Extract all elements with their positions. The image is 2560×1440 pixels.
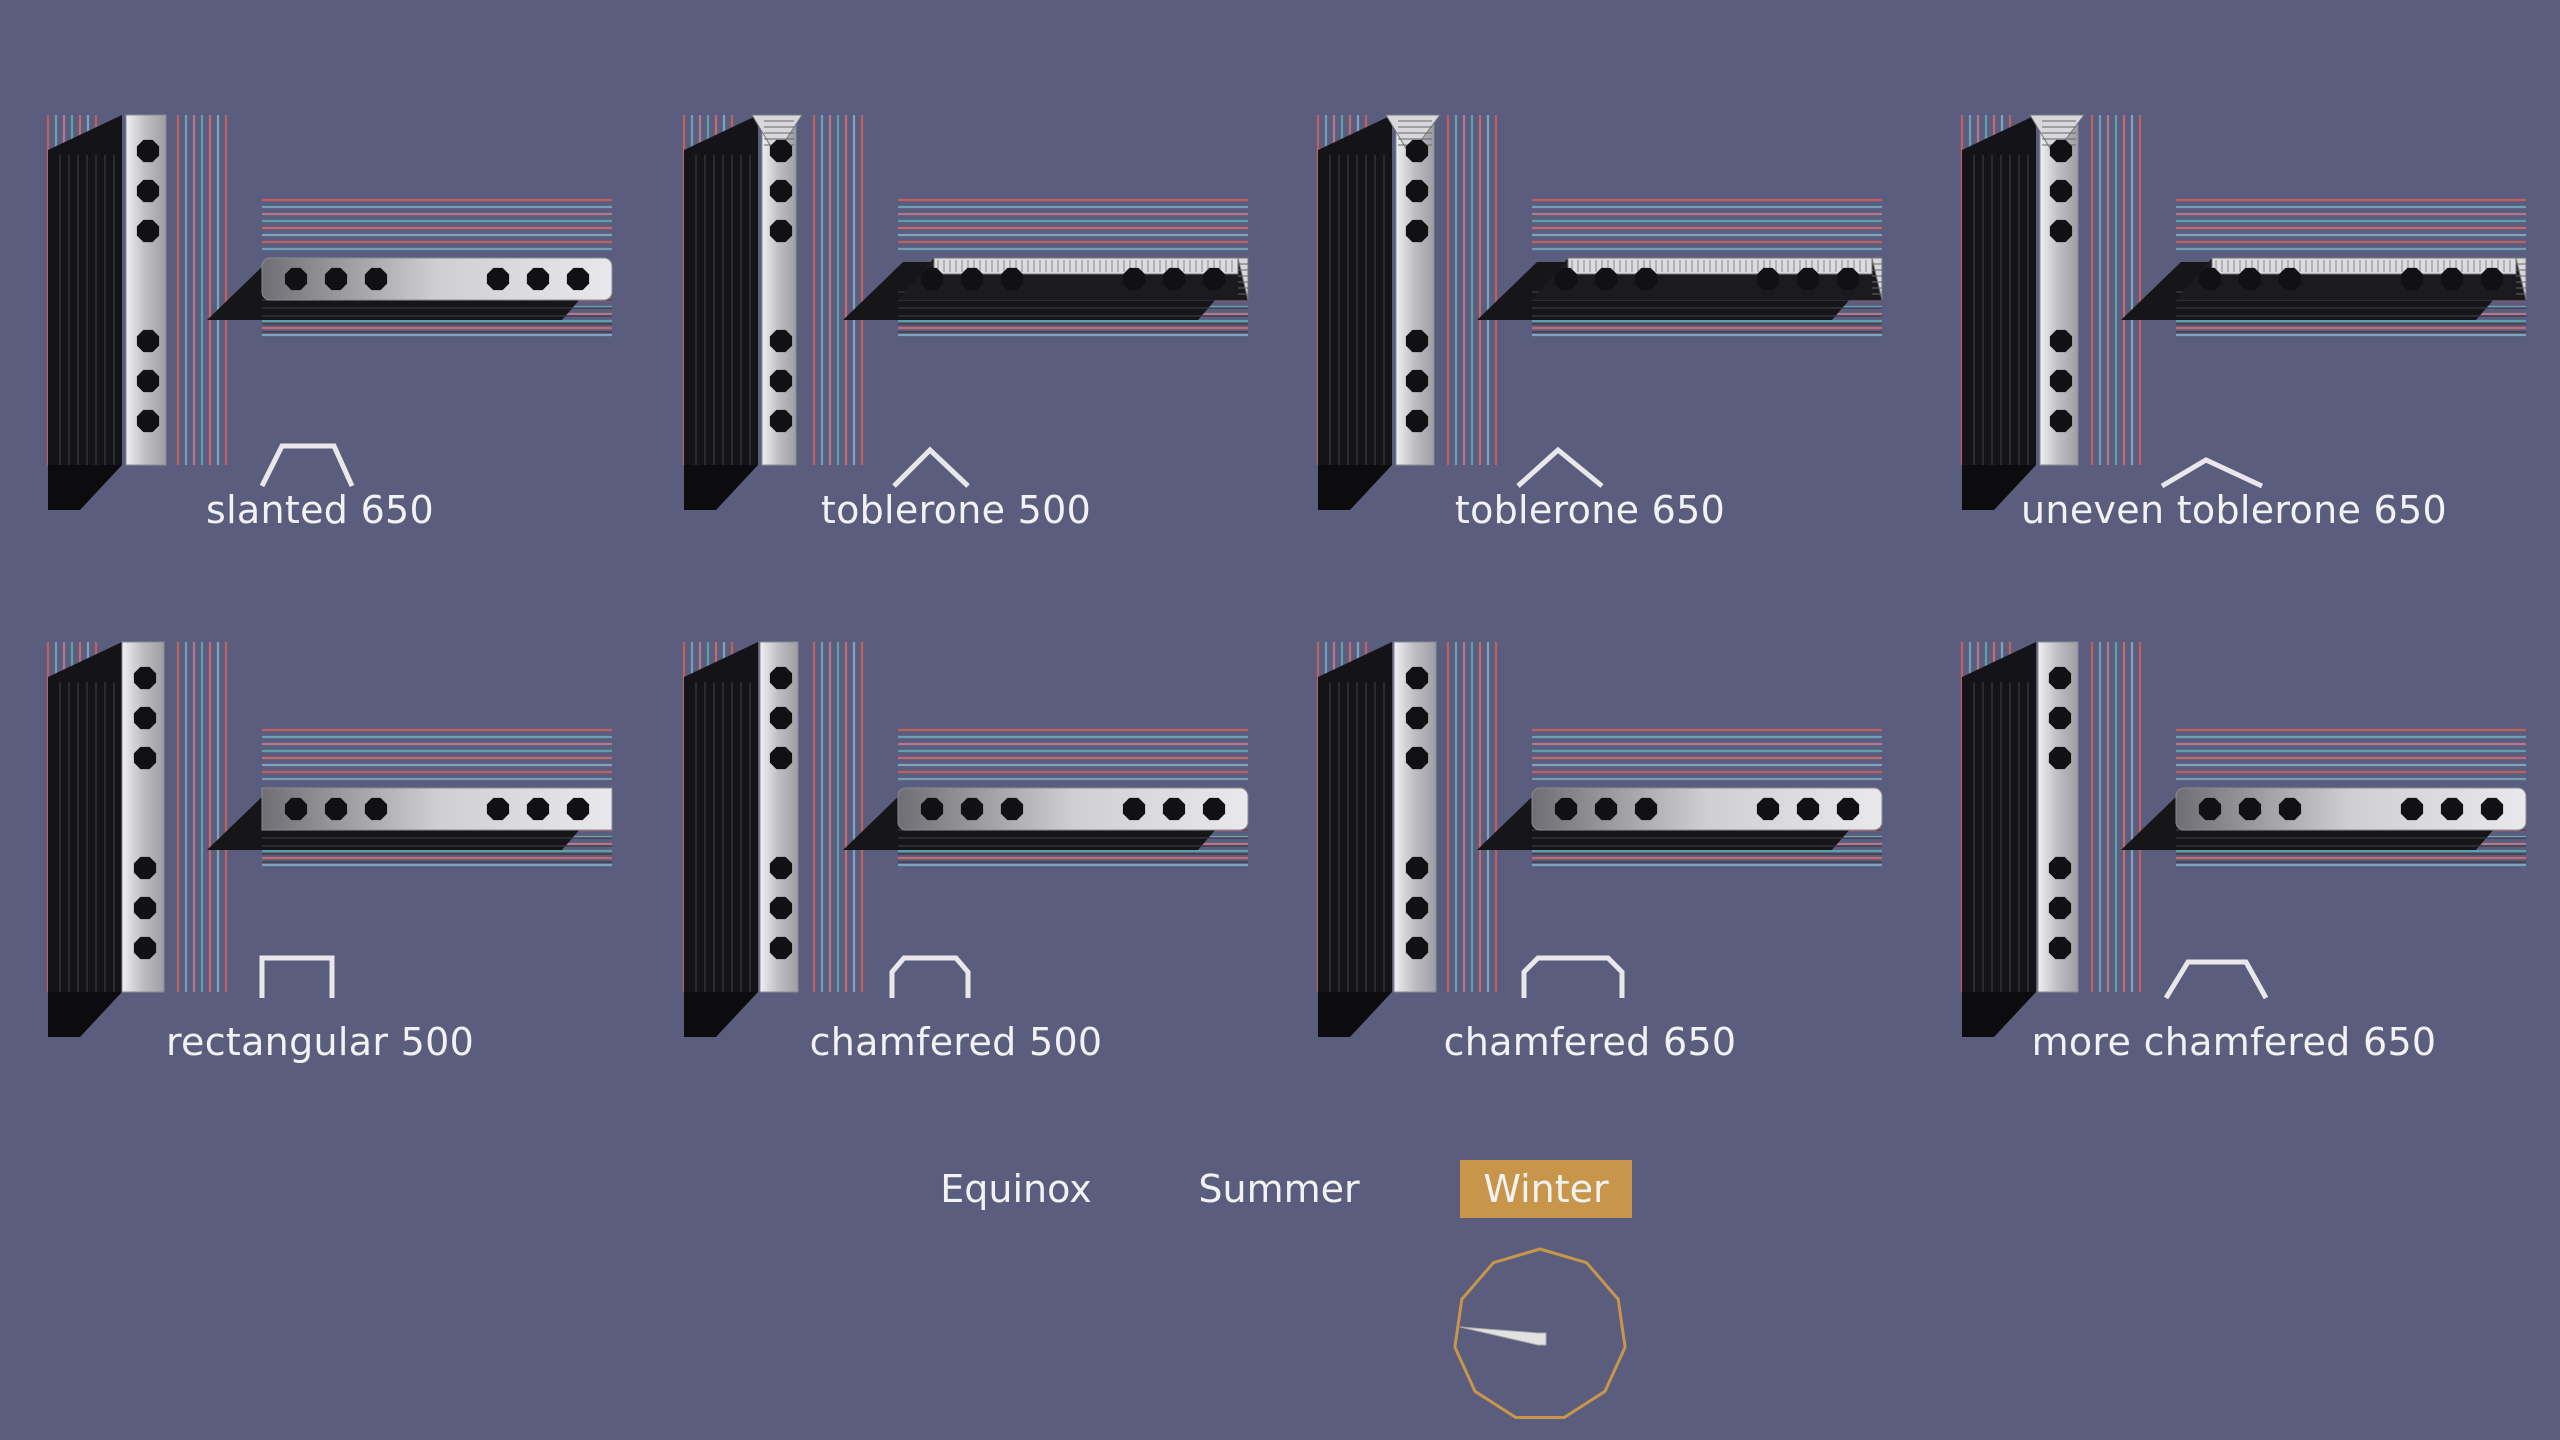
profile-cell-more-chamfered-650: more chamfered 650 xyxy=(1914,620,2554,1160)
season-button-summer[interactable]: Summer xyxy=(1198,1167,1360,1211)
profile-label: chamfered 500 xyxy=(809,1020,1103,1064)
sun-direction-compass-icon xyxy=(1453,1247,1627,1419)
profile-cell-rectangular-500: rectangular 500 xyxy=(0,620,640,1160)
profile-render xyxy=(1316,114,1883,510)
profile-label: slanted 650 xyxy=(205,488,435,532)
season-button-winter[interactable]: Winter xyxy=(1460,1160,1632,1218)
profile-label: toblerone 650 xyxy=(1454,488,1726,532)
profile-label: more chamfered 650 xyxy=(2031,1020,2437,1064)
profile-render xyxy=(1960,114,2527,510)
profile-cell-uneven-toblerone-650: uneven toblerone 650 xyxy=(1914,90,2554,630)
profile-cell-chamfered-500: chamfered 500 xyxy=(636,620,1276,1160)
profile-render xyxy=(682,114,1249,510)
profile-label: chamfered 650 xyxy=(1443,1020,1737,1064)
profile-label: uneven toblerone 650 xyxy=(2021,488,2447,532)
profile-cell-toblerone-500: toblerone 500 xyxy=(636,90,1276,630)
profile-cell-toblerone-650: toblerone 650 xyxy=(1270,90,1910,630)
profile-cell-chamfered-650: chamfered 650 xyxy=(1270,620,1910,1160)
profile-render xyxy=(682,641,1249,1037)
profile-render xyxy=(1316,641,1883,1037)
profile-label: toblerone 500 xyxy=(820,488,1092,532)
profile-cell-slanted-650: slanted 650 xyxy=(0,90,640,630)
profile-render xyxy=(46,114,613,510)
profile-render xyxy=(46,641,613,1037)
season-button-equinox[interactable]: Equinox xyxy=(940,1167,1092,1211)
profile-label: rectangular 500 xyxy=(165,1020,475,1064)
profile-render xyxy=(1960,641,2527,1037)
sun-pointer-icon xyxy=(1459,1326,1547,1346)
